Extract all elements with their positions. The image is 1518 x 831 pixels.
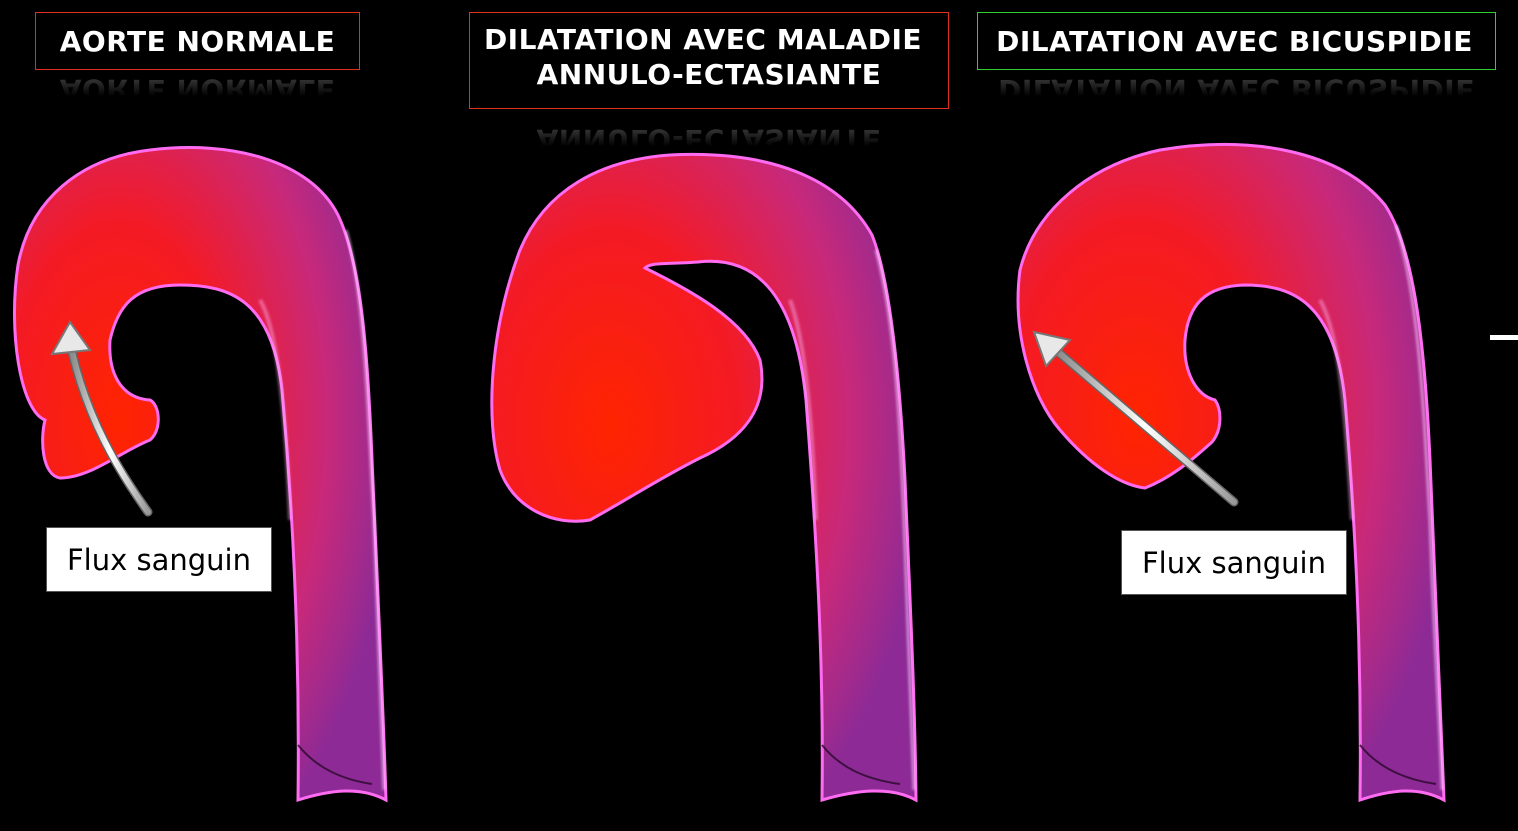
aorta-normal-illustration: [14, 148, 386, 800]
label-text: Flux sanguin: [1142, 546, 1326, 580]
edge-dash: [1490, 335, 1518, 340]
label-flux-sanguin: Flux sanguin: [46, 527, 272, 592]
label-text: Flux sanguin: [67, 543, 251, 577]
aorta-shape: [14, 148, 386, 800]
aorta-shape: [1018, 145, 1444, 800]
aorta-annulo-ectasiante-illustration: [492, 154, 916, 800]
aorta-bicuspidie-illustration: [1018, 145, 1444, 800]
aorta-shape: [492, 154, 916, 800]
label-flux-sanguin: Flux sanguin: [1121, 530, 1347, 595]
